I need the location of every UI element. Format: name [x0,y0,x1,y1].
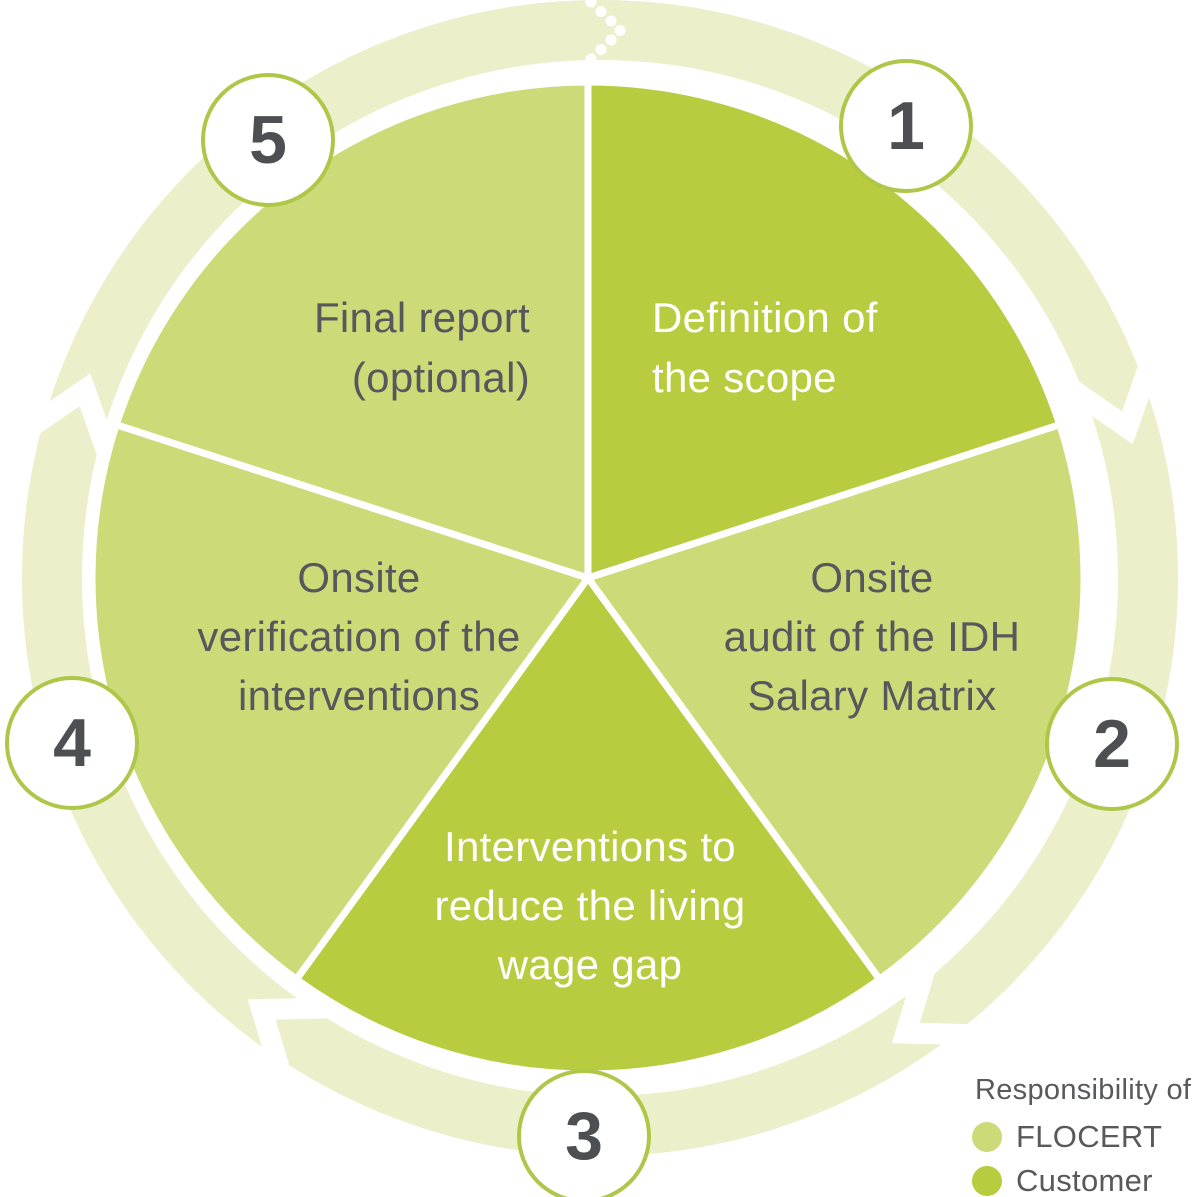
legend-label-customer: Customer [1016,1163,1153,1197]
clockwise-chevron-icon [891,963,976,1046]
clockwise-chevron-icon [247,997,332,1079]
step-number-4: 4 [53,705,91,781]
wedge-label-definition-of-the-scope: Definition of the scope [652,294,878,401]
step-badge-4: 4 [5,676,139,810]
legend-label-flocert: FLOCERT [1016,1119,1163,1154]
wedge-label-onsite-audit-idh-salary-matrix: Onsite audit of the IDH Salary Matrix [723,554,1021,719]
step-badge-2: 2 [1045,677,1179,811]
step-number-3: 3 [565,1098,603,1174]
wedge-label-onsite-verification-of-interventions: Onsite verification of the interventions [197,554,521,719]
step-number-1: 1 [887,88,925,164]
customer-color-dot [972,1166,1002,1196]
clockwise-chevron-icon [22,373,118,459]
step-badge-1: 1 [839,59,973,193]
wedge-label-interventions-reduce-living-wage-gap: Interventions to reduce the living wage … [434,823,746,988]
legend-item-flocert: FLOCERT [972,1119,1162,1155]
step-number-5: 5 [249,102,287,178]
step-badge-3: 3 [517,1069,651,1197]
dotted-chevron-icon [585,0,626,65]
step-badge-5: 5 [201,73,335,207]
clockwise-chevron-icon [1064,358,1161,445]
flocert-color-dot [972,1122,1002,1152]
ring-chevrons [22,358,1161,1079]
legend-item-customer: Customer [972,1163,1153,1197]
legend-title: Responsibility of [975,1074,1192,1106]
pie [88,78,1088,1078]
wedge-label-final-report-optional: Final report (optional) [313,294,530,401]
step-number-2: 2 [1093,706,1131,782]
